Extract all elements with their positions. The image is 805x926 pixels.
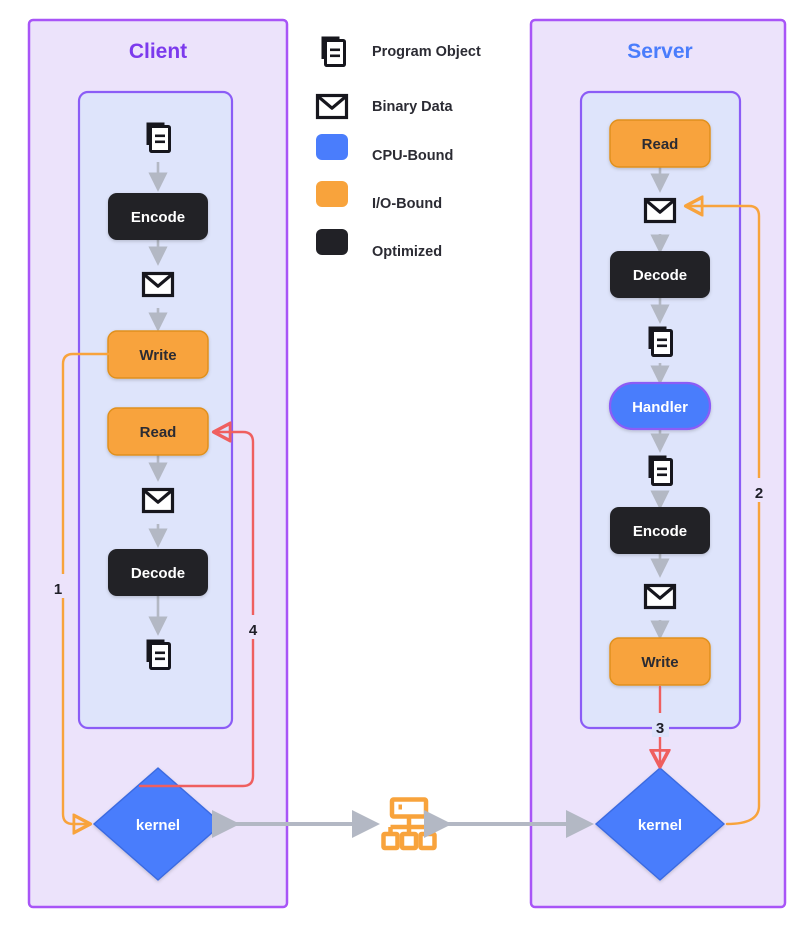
legend-label-io-bound: I/O-Bound bbox=[372, 196, 442, 212]
server-read-box[interactable] bbox=[609, 119, 711, 168]
server-read-label: Read bbox=[642, 136, 679, 153]
client-object-in-icon bbox=[145, 121, 171, 153]
client-decode-box[interactable] bbox=[108, 549, 208, 596]
server-panel-title: Server bbox=[627, 40, 692, 63]
client-decode-node[interactable]: Decode bbox=[108, 549, 208, 596]
legend-program-object-icon bbox=[320, 35, 346, 67]
client-decode-label: Decode bbox=[131, 565, 185, 582]
server-kernel-label: kernel bbox=[638, 817, 682, 834]
client-kernel-node[interactable]: kernel bbox=[92, 767, 224, 881]
server-binary-out-icon bbox=[643, 583, 677, 610]
server-object-out-icon bbox=[647, 454, 673, 486]
server-kernel-diamond[interactable] bbox=[594, 767, 726, 881]
seq-label-4: 4 bbox=[249, 622, 258, 639]
seq-2-label-bg bbox=[750, 478, 768, 502]
client-read-label: Read bbox=[140, 424, 177, 441]
legend-swatch-io-bound bbox=[316, 181, 348, 207]
seq-label-3: 3 bbox=[656, 720, 664, 737]
client-read-node[interactable]: Read bbox=[107, 407, 209, 456]
client-encode-label: Encode bbox=[131, 209, 185, 226]
client-write-label: Write bbox=[139, 347, 176, 364]
server-handler-pill[interactable] bbox=[608, 381, 712, 431]
seq-1-label-bg bbox=[50, 574, 67, 598]
server-object-in-icon bbox=[647, 325, 673, 357]
seq-label-2: 2 bbox=[755, 485, 763, 502]
seq-label-1: 1 bbox=[54, 581, 62, 598]
seq-path-4-kernel-to-read bbox=[138, 432, 255, 788]
seq-path-2-kernel-to-binary bbox=[688, 206, 761, 826]
server-kernel-node[interactable]: kernel bbox=[594, 767, 726, 881]
client-encode-node[interactable]: Encode bbox=[108, 193, 208, 240]
server-decode-label: Decode bbox=[633, 267, 687, 284]
legend-label-binary-data: Binary Data bbox=[372, 99, 454, 115]
legend-label-optimized: Optimized bbox=[372, 244, 442, 260]
server-encode-node[interactable]: Encode bbox=[610, 507, 710, 554]
client-kernel-diamond[interactable] bbox=[92, 767, 224, 881]
legend-binary-data-icon bbox=[315, 93, 349, 120]
client-read-box[interactable] bbox=[107, 407, 209, 456]
server-write-box[interactable] bbox=[609, 637, 711, 686]
seq-4-label-bg bbox=[244, 615, 262, 639]
server-encode-label: Encode bbox=[633, 523, 687, 540]
legend-label-cpu-bound: CPU-Bound bbox=[372, 148, 453, 164]
server-write-node[interactable]: Write bbox=[609, 637, 711, 686]
legend: Program Object Binary Data CPU-Bound I/O… bbox=[315, 35, 481, 260]
server-handler-label: Handler bbox=[632, 399, 688, 416]
legend-swatch-cpu-bound bbox=[316, 134, 348, 160]
seq-3-label-bg bbox=[652, 713, 669, 737]
client-encode-box[interactable] bbox=[108, 193, 208, 240]
server-decode-node[interactable]: Decode bbox=[610, 251, 710, 298]
server-encode-box[interactable] bbox=[610, 507, 710, 554]
server-decode-box[interactable] bbox=[610, 251, 710, 298]
client-panel-title: Client bbox=[129, 40, 187, 63]
client-object-out-icon bbox=[145, 638, 171, 670]
client-write-node[interactable]: Write bbox=[107, 330, 209, 379]
server-handler-node[interactable]: Handler bbox=[608, 381, 712, 431]
legend-swatch-optimized bbox=[316, 229, 348, 255]
client-binary-out-icon bbox=[141, 271, 175, 298]
server-read-node[interactable]: Read bbox=[609, 119, 711, 168]
client-kernel-label: kernel bbox=[136, 817, 180, 834]
legend-label-program-object: Program Object bbox=[372, 44, 481, 60]
server-binary-in-icon bbox=[643, 197, 677, 224]
server-write-label: Write bbox=[641, 654, 678, 671]
client-binary-in-icon bbox=[141, 487, 175, 514]
